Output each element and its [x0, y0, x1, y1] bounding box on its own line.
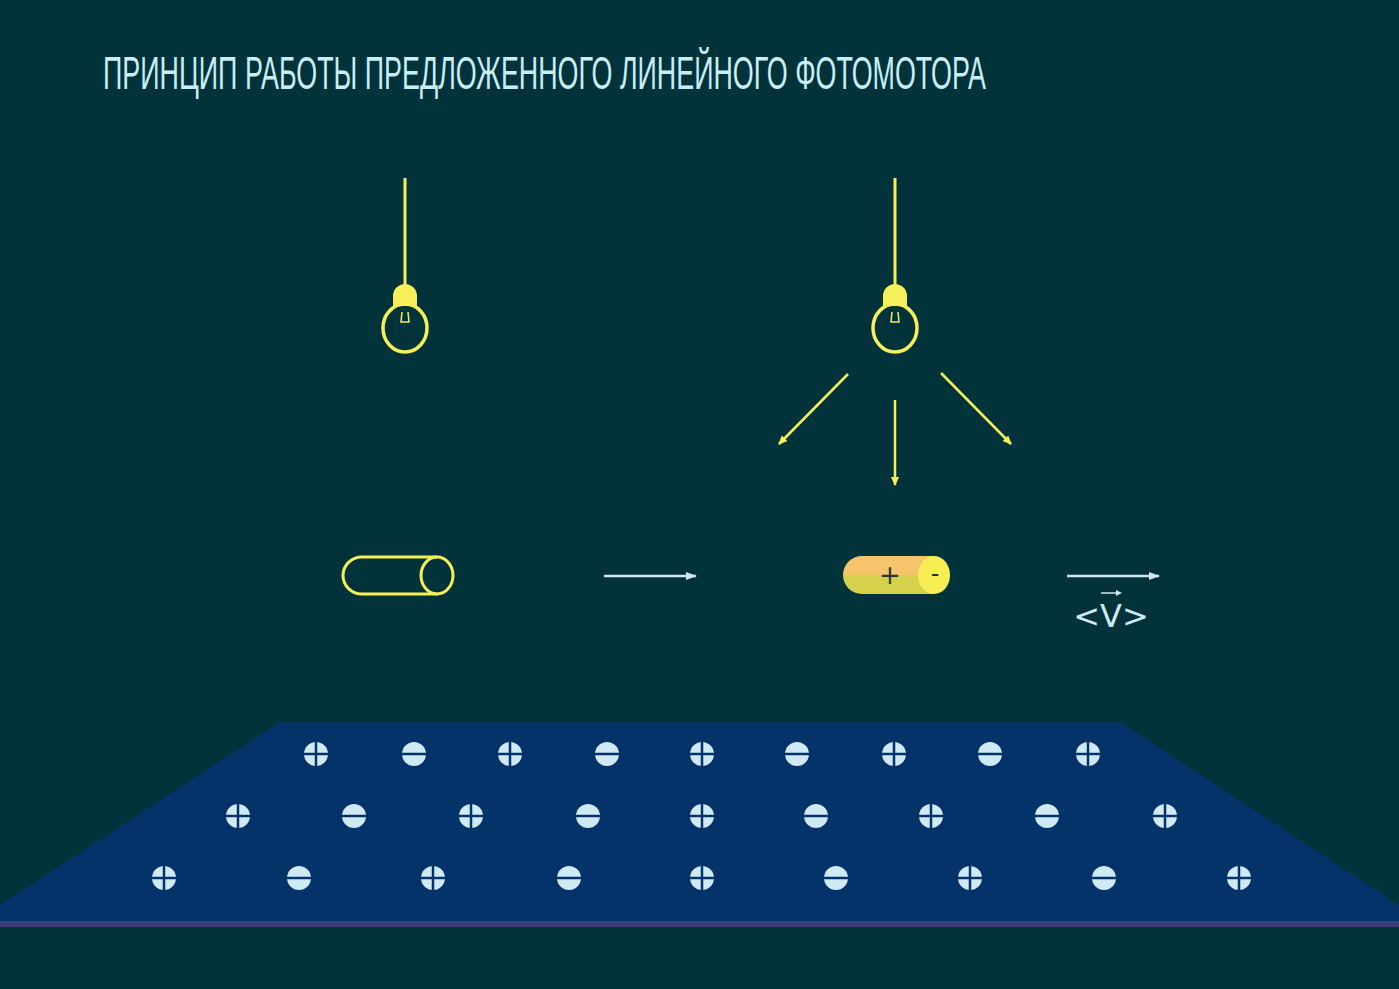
negative-sign: - — [931, 562, 940, 586]
negative-charge — [1035, 804, 1059, 828]
positive-charge — [1227, 866, 1251, 890]
velocity-label: <V> — [1073, 600, 1149, 632]
uncharged-cylinder — [343, 557, 453, 594]
charged-cylinder: +- — [843, 556, 951, 594]
positive-charge — [459, 804, 483, 828]
positive-charge — [421, 866, 445, 890]
negative-charge — [824, 866, 848, 890]
positive-charge — [690, 866, 714, 890]
transition-arrow — [604, 575, 696, 578]
positive-charge — [1153, 804, 1177, 828]
negative-charge — [804, 804, 828, 828]
positive-charge — [690, 742, 714, 766]
light-bulb — [383, 178, 427, 352]
negative-charge — [1092, 866, 1116, 890]
positive-charge — [498, 742, 522, 766]
vector-mark — [1101, 590, 1122, 596]
positive-sign: + — [879, 562, 901, 588]
title: ПРИНЦИП РАБОТЫ ПРЕДЛОЖЕННОГО ЛИНЕЙНОГО Ф… — [103, 50, 986, 96]
negative-charge — [576, 804, 600, 828]
negative-charge — [557, 866, 581, 890]
positive-charge — [152, 866, 176, 890]
negative-charge — [978, 742, 1002, 766]
velocity-arrow — [1067, 575, 1159, 578]
negative-charge — [402, 742, 426, 766]
positive-charge — [882, 742, 906, 766]
negative-charge — [595, 742, 619, 766]
positive-charge — [690, 804, 714, 828]
negative-charge — [785, 742, 809, 766]
negative-charge — [342, 804, 366, 828]
light-ray — [779, 373, 1011, 485]
positive-charge — [304, 742, 328, 766]
positive-charge — [1076, 742, 1100, 766]
positive-charge — [958, 866, 982, 890]
light-bulb — [873, 178, 917, 352]
negative-charge — [287, 866, 311, 890]
substrate — [0, 722, 1399, 927]
positive-charge — [226, 804, 250, 828]
positive-charge — [919, 804, 943, 828]
